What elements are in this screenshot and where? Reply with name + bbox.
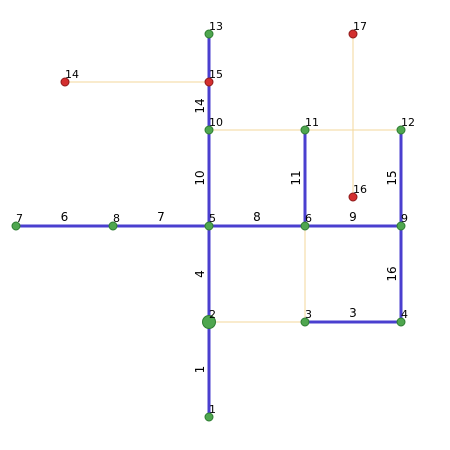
node-14[interactable]: 14 [60,68,79,87]
node-dot-10[interactable] [204,125,214,135]
node-8[interactable]: 8 [108,212,120,231]
node-label-11: 11 [305,116,319,129]
edge-label-1-2: 1 [193,366,207,374]
node-label-14: 14 [65,68,79,81]
node-dot-7[interactable] [11,221,21,231]
node-17[interactable]: 17 [348,20,367,39]
node-dot-12[interactable] [396,125,406,135]
edge-label-8-5: 7 [157,210,165,224]
edge-label-5-6: 8 [253,210,261,224]
edge-label-6-11: 11 [289,170,303,185]
node-dot-9[interactable] [396,221,406,231]
node-dot-11[interactable] [300,125,310,135]
node-label-5: 5 [209,212,216,225]
node-6[interactable]: 6 [300,212,312,231]
node-label-1: 1 [209,403,216,416]
node-dot-4[interactable] [396,317,406,327]
node-2[interactable]: 2 [202,308,217,329]
node-label-13: 13 [209,20,223,33]
node-dot-8[interactable] [108,221,118,231]
node-dot-15[interactable] [204,77,214,87]
node-label-9: 9 [401,212,408,225]
edge-label-3-4: 3 [349,306,357,320]
node-dot-3[interactable] [300,317,310,327]
node-dot-5[interactable] [204,221,214,231]
node-label-7: 7 [16,212,23,225]
edge-label-10-15: 14 [193,98,207,113]
node-13[interactable]: 13 [204,20,223,39]
node-label-4: 4 [401,308,408,321]
node-5[interactable]: 5 [204,212,216,231]
edge-label-9-12: 15 [385,170,399,185]
node-12[interactable]: 12 [396,116,415,135]
node-label-16: 16 [353,183,367,196]
node-label-10: 10 [209,116,223,129]
node-dot-14[interactable] [60,77,70,87]
node-11[interactable]: 11 [300,116,319,135]
edge-label-2-5: 4 [193,270,207,278]
edge-label-9-4: 16 [385,266,399,281]
node-label-6: 6 [305,212,312,225]
node-label-2: 2 [209,308,216,321]
node-10[interactable]: 10 [204,116,223,135]
node-7[interactable]: 7 [11,212,23,231]
edge-layer [14,32,403,419]
node-label-12: 12 [401,116,415,129]
node-label-3: 3 [305,308,312,321]
node-16[interactable]: 16 [348,183,367,202]
node-label-15: 15 [209,68,223,81]
node-dot-17[interactable] [348,29,358,39]
node-9[interactable]: 9 [396,212,408,231]
edge-label-7-8: 6 [61,210,69,224]
node-label-17: 17 [353,20,367,33]
node-dot-6[interactable] [300,221,310,231]
edge-label-6-9: 9 [349,210,357,224]
node-4[interactable]: 4 [396,308,408,327]
node-dot-16[interactable] [348,192,358,202]
node-1[interactable]: 1 [204,403,216,422]
node-15[interactable]: 15 [204,68,223,87]
node-3[interactable]: 3 [300,308,312,327]
node-dot-13[interactable] [204,29,214,39]
node-dot-1[interactable] [204,412,214,422]
edge-label-5-10: 10 [193,170,207,185]
node-label-8: 8 [113,212,120,225]
node-dot-2[interactable] [202,315,216,329]
